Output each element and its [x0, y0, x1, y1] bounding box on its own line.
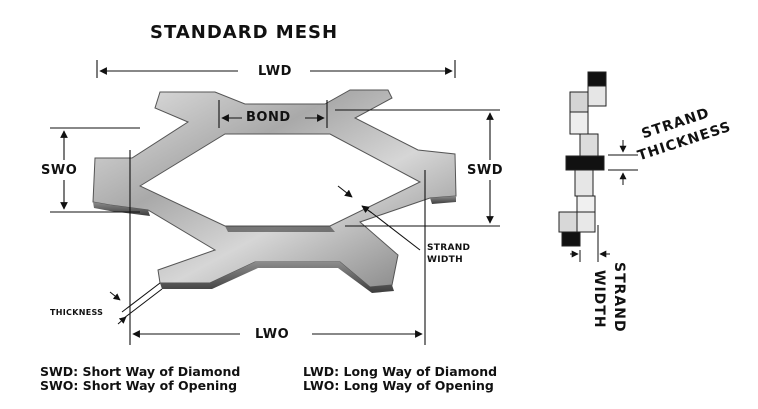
- strand-width-side-label-line1: STRAND: [611, 262, 627, 333]
- lwd-label: LWD: [258, 64, 292, 79]
- legend-swo: SWO: Short Way of Opening: [40, 378, 238, 393]
- lwd-dimension: [96, 60, 456, 78]
- swd-label: SWD: [467, 163, 503, 178]
- side-dimension-lines: [570, 140, 638, 262]
- swd-dimension: [335, 109, 500, 227]
- swo-label: SWO: [41, 163, 78, 178]
- bond-label: BOND: [246, 110, 291, 125]
- legend-lwd: LWD: Long Way of Diamond: [303, 364, 498, 379]
- bond-dimension: [218, 100, 328, 128]
- legend-swd: SWD: Short Way of Diamond: [40, 364, 241, 379]
- diagram-title: STANDARD MESH: [150, 22, 339, 43]
- strand-width-label-line1: STRAND: [427, 243, 471, 253]
- thickness-label: THICKNESS: [50, 308, 104, 317]
- swo-dimension: [50, 127, 140, 213]
- thickness-callout: [109, 282, 163, 325]
- strand-width-label-line2: WIDTH: [427, 255, 463, 265]
- side-profile-view: [558, 71, 607, 247]
- lwo-label: LWO: [255, 327, 290, 342]
- legend-lwo: LWO: Long Way of Opening: [303, 378, 494, 393]
- strand-width-callout: [337, 185, 421, 251]
- strand-width-side-label-line2: WIDTH: [591, 270, 607, 329]
- lwo-dimension: [129, 150, 426, 345]
